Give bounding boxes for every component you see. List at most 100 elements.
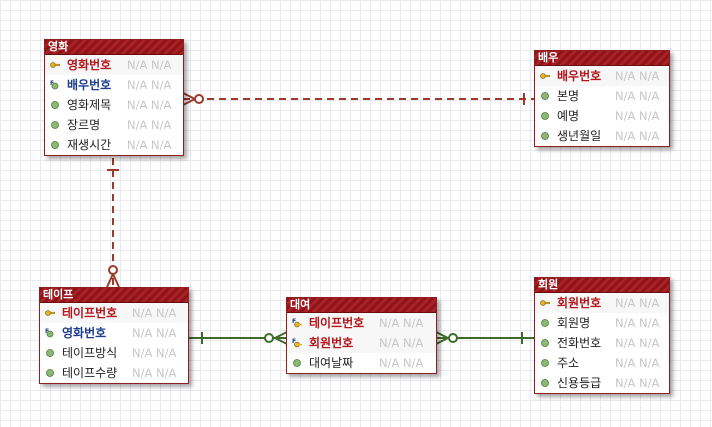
attribute-type: N/A N/A — [615, 296, 660, 310]
attribute-name: 배우번호 — [67, 78, 112, 92]
attribute-row[interactable]: F 회원번호 N/A N/A — [287, 333, 436, 353]
attribute-name: 테이프번호 — [309, 316, 365, 330]
entity-movie[interactable]: 영화 영화번호 N/A N/A F 배우번호 N/A N/A 영화제목 N/A … — [44, 39, 184, 156]
attribute-type: N/A N/A — [132, 326, 177, 340]
attribute-type: N/A N/A — [132, 346, 177, 360]
attribute-dot-icon — [51, 121, 59, 129]
key-icon — [45, 310, 55, 316]
relationship-actor-movie[interactable] — [182, 92, 535, 106]
entity-title[interactable]: 테이프 — [40, 288, 188, 303]
entity-actor[interactable]: 배우 배우번호 N/A N/A 본명 N/A N/A 예명 N/A N/A 생년… — [534, 50, 670, 147]
foreign-key-pk-icon: F — [292, 338, 302, 348]
entity-title[interactable]: 대여 — [287, 298, 436, 313]
entity-tape[interactable]: 테이프 테이프번호 N/A N/A F 영화번호 N/A N/A 테이프방식 N… — [39, 287, 189, 384]
svg-text:F: F — [292, 338, 296, 345]
attribute-name: 재생시간 — [67, 138, 112, 152]
attribute-name: 전화번호 — [557, 336, 602, 350]
attribute-dot-icon — [293, 359, 301, 367]
svg-text:F: F — [45, 328, 49, 335]
attribute-name: 영화번호 — [62, 326, 107, 340]
attribute-type: N/A N/A — [132, 366, 177, 380]
attribute-dot-icon — [541, 112, 549, 120]
attribute-row[interactable]: 장르명 N/A N/A — [45, 115, 183, 135]
crow-foot-marker — [274, 331, 288, 345]
entity-rental[interactable]: 대여 F 테이프번호 N/A N/A F 회원번호 N/A N/A 대여날짜 N… — [286, 297, 437, 374]
attribute-type: N/A N/A — [615, 316, 660, 330]
attribute-type: N/A N/A — [379, 316, 424, 330]
key-icon — [540, 300, 550, 306]
attribute-name: 테이프번호 — [62, 306, 118, 320]
attribute-name: 본명 — [557, 89, 580, 103]
zero-marker — [448, 333, 458, 343]
zero-marker — [194, 94, 204, 104]
attribute-type: N/A N/A — [615, 356, 660, 370]
key-icon — [540, 73, 550, 79]
attribute-name: 예명 — [557, 109, 580, 123]
attribute-row[interactable]: 테이프번호 N/A N/A — [40, 303, 188, 323]
attribute-row[interactable]: 테이프방식 N/A N/A — [40, 343, 188, 363]
attribute-type: N/A N/A — [127, 118, 172, 132]
attribute-type: N/A N/A — [127, 58, 172, 72]
attribute-row[interactable]: 전화번호 N/A N/A — [535, 333, 669, 353]
attribute-name: 생년월일 — [557, 129, 602, 143]
attribute-type: N/A N/A — [615, 129, 660, 143]
attribute-row[interactable]: 회원명 N/A N/A — [535, 313, 669, 333]
attribute-row[interactable]: F 테이프번호 N/A N/A — [287, 313, 436, 333]
attribute-row[interactable]: 본명 N/A N/A — [535, 86, 669, 106]
attribute-dot-icon — [541, 92, 549, 100]
svg-text:F: F — [50, 80, 54, 87]
attribute-dot-icon — [541, 132, 549, 140]
crow-foot-marker — [182, 92, 196, 106]
attribute-type: N/A N/A — [127, 78, 172, 92]
relationship-movie-tape[interactable] — [106, 158, 120, 288]
attribute-dot-icon — [51, 101, 59, 109]
attribute-row[interactable]: F 영화번호 N/A N/A — [40, 323, 188, 343]
attribute-name: 배우번호 — [557, 69, 602, 83]
attribute-dot-icon — [51, 141, 59, 149]
attribute-name: 테이프수량 — [62, 366, 118, 380]
attribute-type: N/A N/A — [615, 89, 660, 103]
attribute-row[interactable]: 영화번호 N/A N/A — [45, 55, 183, 75]
attribute-row[interactable]: 대여날짜 N/A N/A — [287, 353, 436, 373]
attribute-row[interactable]: 재생시간 N/A N/A — [45, 135, 183, 155]
attribute-type: N/A N/A — [132, 306, 177, 320]
entity-title[interactable]: 영화 — [45, 40, 183, 55]
attribute-type: N/A N/A — [615, 376, 660, 390]
zero-marker — [108, 265, 118, 275]
attribute-row[interactable]: 회원번호 N/A N/A — [535, 293, 669, 313]
attribute-dot-icon — [541, 319, 549, 327]
attribute-row[interactable]: 예명 N/A N/A — [535, 106, 669, 126]
key-icon — [50, 62, 60, 68]
attribute-row[interactable]: 신용등급 N/A N/A — [535, 373, 669, 393]
attribute-type: N/A N/A — [379, 336, 424, 350]
entity-title[interactable]: 배우 — [535, 51, 669, 66]
attribute-dot-icon — [541, 339, 549, 347]
attribute-name: 회원번호 — [309, 336, 354, 350]
attribute-row[interactable]: 배우번호 N/A N/A — [535, 66, 669, 86]
entity-title[interactable]: 회원 — [535, 278, 669, 293]
attribute-row[interactable]: F 배우번호 N/A N/A — [45, 75, 183, 95]
attribute-row[interactable]: 영화제목 N/A N/A — [45, 95, 183, 115]
crow-foot-marker — [435, 331, 449, 345]
entity-member[interactable]: 회원 회원번호 N/A N/A 회원명 N/A N/A 전화번호 N/A N/A… — [534, 277, 670, 394]
attribute-name: 회원명 — [557, 316, 591, 330]
attribute-row[interactable]: 주소 N/A N/A — [535, 353, 669, 373]
attribute-dot-icon — [46, 349, 54, 357]
relationship-tape-rental[interactable] — [188, 331, 288, 345]
attribute-row[interactable]: 생년월일 N/A N/A — [535, 126, 669, 146]
attribute-row[interactable]: 테이프수량 N/A N/A — [40, 363, 188, 383]
attribute-name: 장르명 — [67, 118, 101, 132]
zero-marker — [264, 333, 274, 343]
foreign-key-icon: F — [50, 80, 59, 90]
relationship-member-rental[interactable] — [435, 331, 535, 345]
attribute-name: 테이프방식 — [62, 346, 118, 360]
attribute-type: N/A N/A — [127, 138, 172, 152]
svg-text:F: F — [292, 318, 296, 325]
attribute-dot-icon — [541, 379, 549, 387]
attribute-type: N/A N/A — [615, 69, 660, 83]
attribute-name: 영화제목 — [67, 98, 112, 112]
foreign-key-pk-icon: F — [292, 318, 302, 328]
attribute-type: N/A N/A — [615, 109, 660, 123]
attribute-dot-icon — [46, 369, 54, 377]
